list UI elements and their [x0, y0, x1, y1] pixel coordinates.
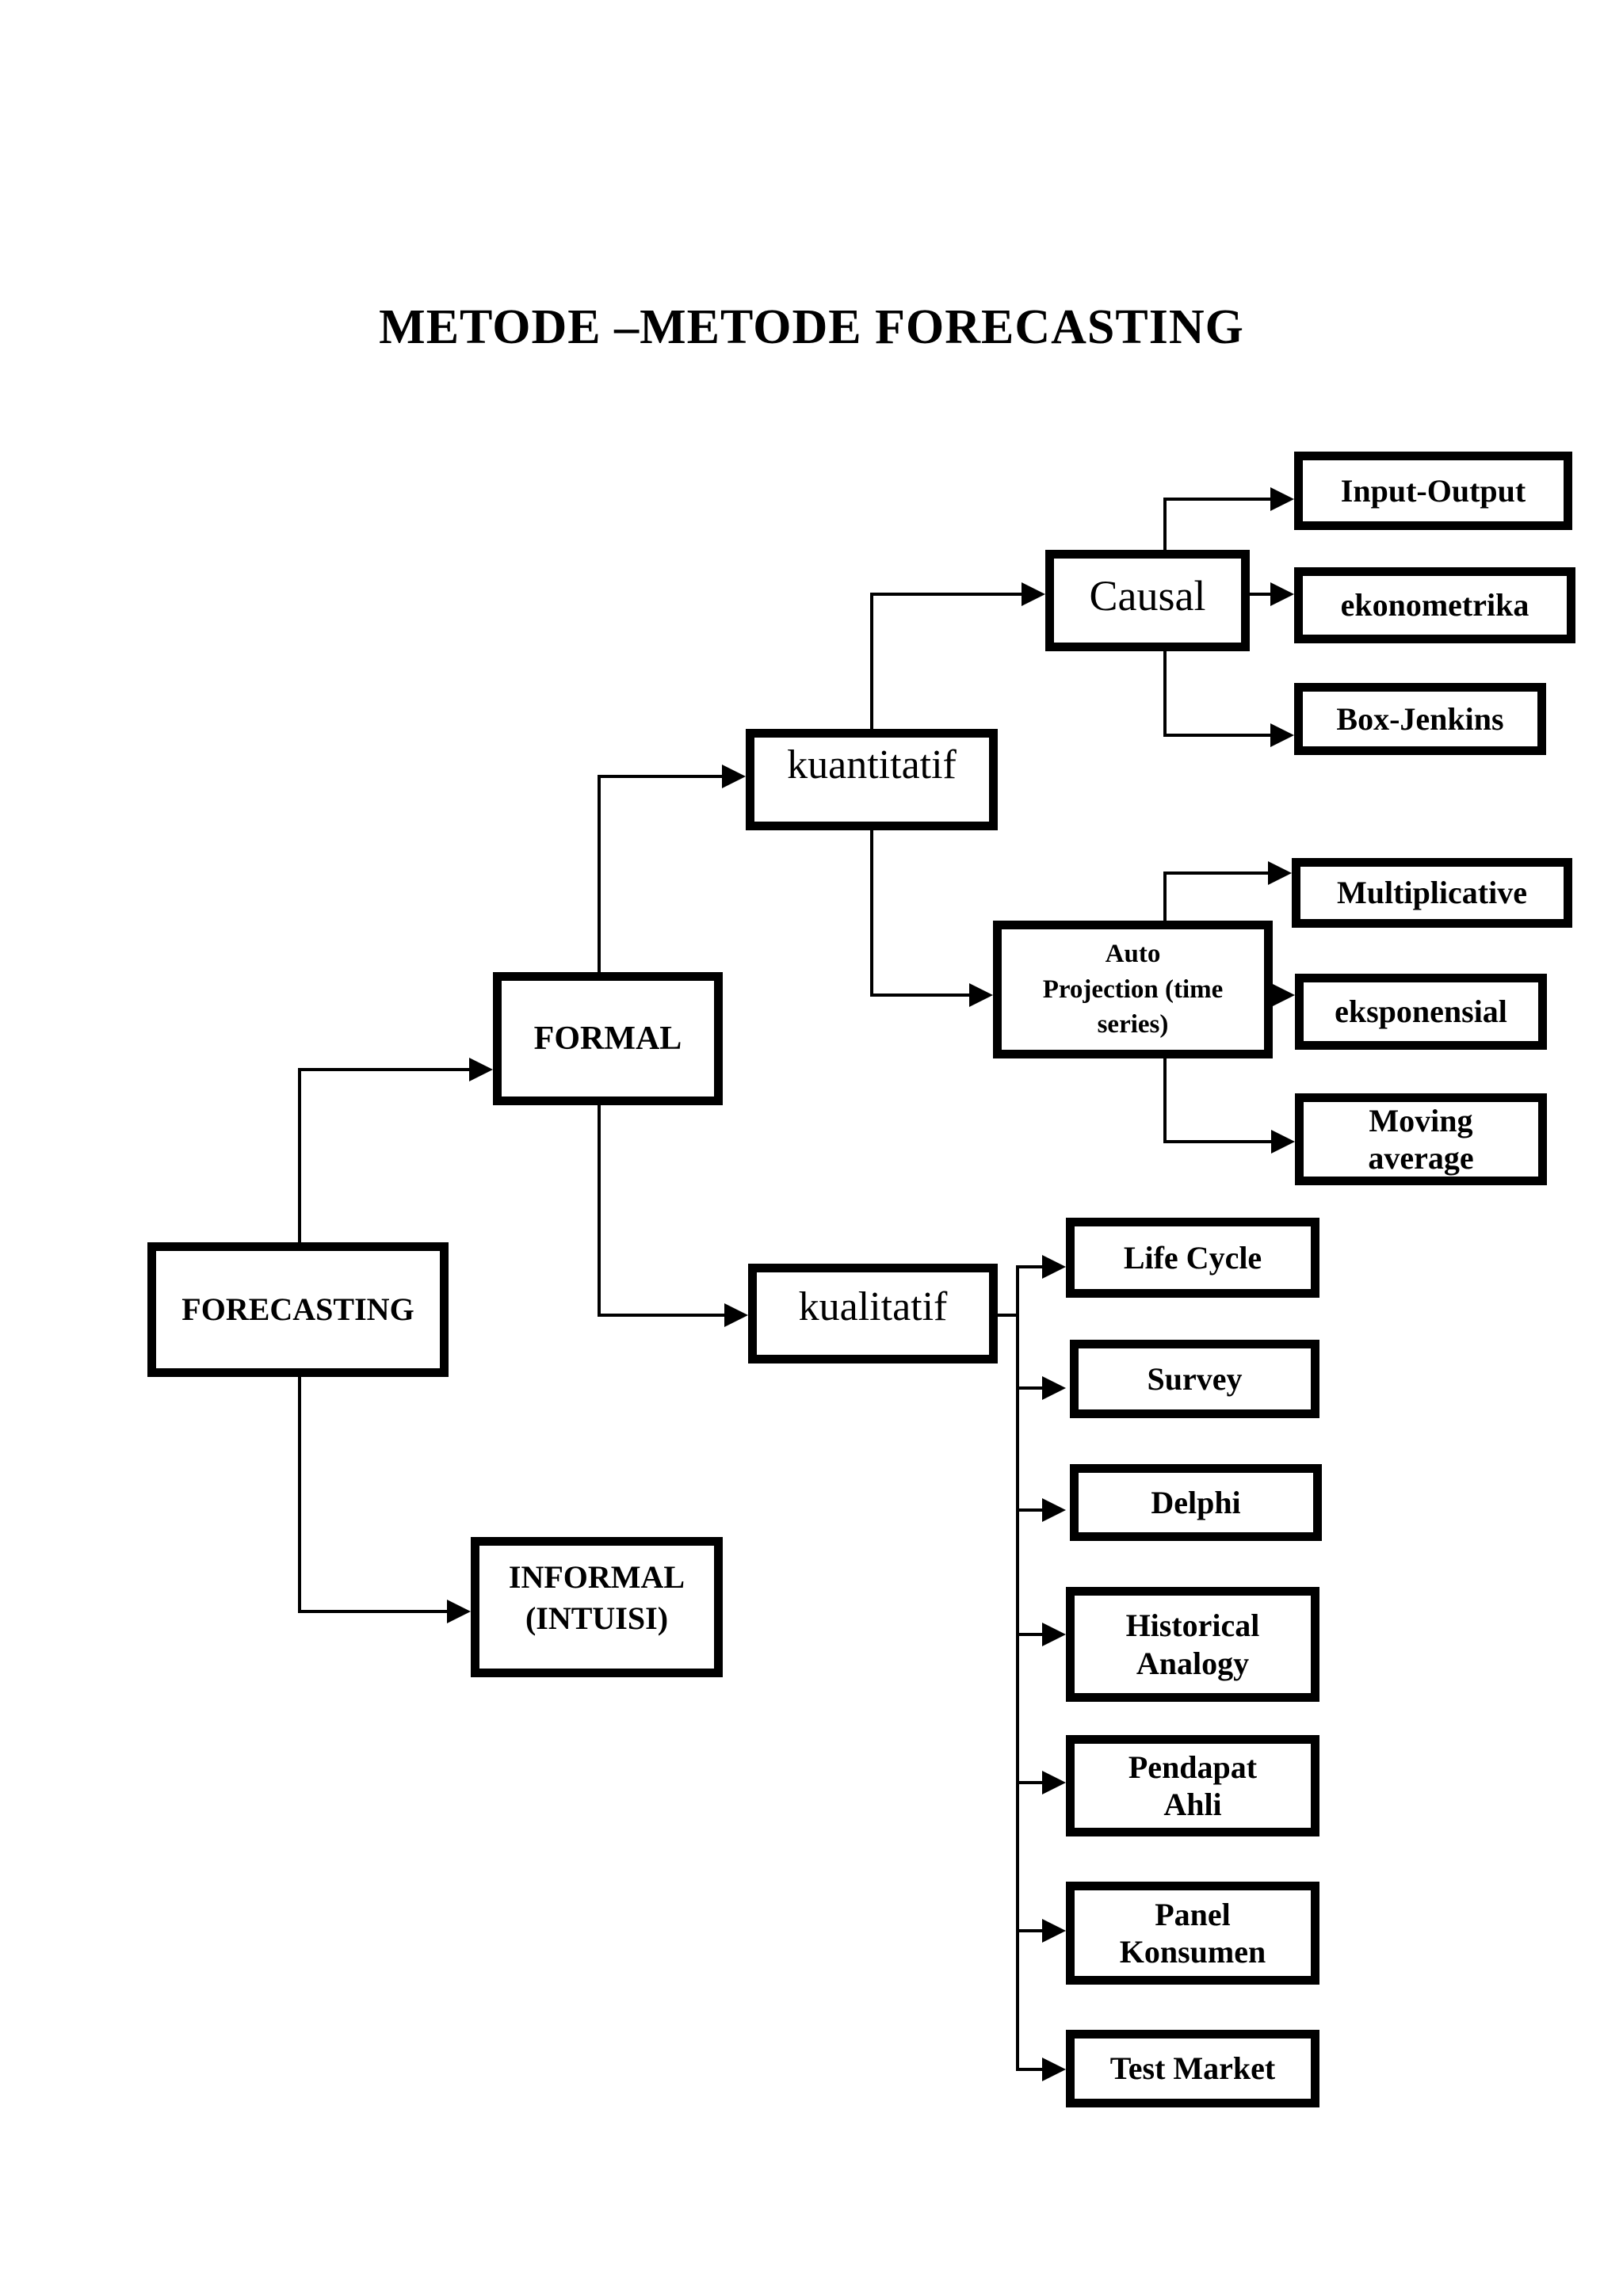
node-test-market: Test Market	[1066, 2030, 1319, 2107]
node-pendapat-ahli: Pendapat Ahli	[1066, 1735, 1319, 1836]
node-forecasting: FORECASTING	[147, 1242, 449, 1377]
connector-segment	[298, 1610, 450, 1613]
connector-segment	[1016, 1386, 1049, 1390]
node-moving-average: Moving average	[1295, 1093, 1547, 1185]
connector-segment	[1248, 593, 1274, 596]
connector-segment	[1016, 2068, 1045, 2071]
connector-segment	[1163, 871, 1167, 922]
node-kualitatif: kualitatif	[748, 1264, 998, 1363]
arrowhead-icon	[1042, 1498, 1066, 1522]
node-formal: FORMAL	[493, 972, 723, 1105]
connector-segment	[1163, 734, 1274, 737]
connector-segment	[598, 1314, 727, 1317]
connector-segment	[1016, 1781, 1045, 1784]
arrowhead-icon	[1268, 861, 1292, 885]
arrowhead-icon	[969, 983, 993, 1007]
arrowhead-icon	[469, 1058, 493, 1081]
arrowhead-icon	[1271, 983, 1295, 1007]
connector-segment	[1016, 1265, 1019, 2071]
node-kuantitatif: kuantitatif	[746, 729, 998, 830]
connector-segment	[298, 1375, 301, 1613]
node-historical-analogy: Historical Analogy	[1066, 1587, 1319, 1702]
arrowhead-icon	[722, 765, 746, 788]
connector-segment	[870, 994, 972, 997]
connector-segment	[598, 1104, 601, 1317]
diagram-title: METODE –METODE FORECASTING	[379, 300, 1244, 354]
node-box-jenkins: Box-Jenkins	[1294, 683, 1546, 755]
connector-segment	[298, 1068, 472, 1071]
connector-segment	[1016, 1633, 1045, 1636]
arrowhead-icon	[1270, 582, 1294, 606]
arrowhead-icon	[1271, 1130, 1295, 1154]
node-causal: Causal	[1045, 550, 1250, 651]
node-eksponensial: eksponensial	[1295, 974, 1547, 1050]
connector-segment	[870, 593, 1025, 596]
connector-segment	[1163, 650, 1167, 737]
arrowhead-icon	[1042, 2058, 1066, 2081]
arrowhead-icon	[1042, 1919, 1066, 1943]
node-life-cycle: Life Cycle	[1066, 1218, 1319, 1298]
connector-segment	[1163, 498, 1274, 501]
arrowhead-icon	[447, 1600, 471, 1623]
arrowhead-icon	[724, 1303, 748, 1327]
arrowhead-icon	[1042, 1376, 1066, 1400]
connector-segment	[870, 829, 873, 997]
node-survey: Survey	[1070, 1340, 1319, 1418]
arrowhead-icon	[1042, 1623, 1066, 1646]
connector-segment	[1163, 1140, 1274, 1143]
node-panel-konsumen: Panel Konsumen	[1066, 1882, 1319, 1985]
arrowhead-icon	[1022, 582, 1045, 606]
connector-segment	[1163, 498, 1167, 551]
connector-segment	[1163, 1057, 1167, 1143]
arrowhead-icon	[1270, 723, 1294, 747]
connector-segment	[870, 593, 873, 730]
node-auto-projection: Auto Projection (time series)	[993, 921, 1273, 1058]
node-delphi: Delphi	[1070, 1464, 1322, 1541]
arrowhead-icon	[1042, 1771, 1066, 1794]
connector-segment	[598, 775, 725, 778]
node-input-output: Input-Output	[1294, 452, 1572, 530]
connector-segment	[298, 1068, 301, 1244]
node-multiplicative: Multiplicative	[1292, 858, 1572, 928]
connector-segment	[1163, 871, 1271, 875]
connector-segment	[1016, 1265, 1045, 1268]
arrowhead-icon	[1042, 1255, 1066, 1279]
connector-segment	[1016, 1508, 1049, 1512]
node-informal: INFORMAL (INTUISI)	[471, 1537, 723, 1677]
connector-segment	[1016, 1929, 1045, 1932]
node-ekonometrika: ekonometrika	[1294, 567, 1575, 643]
connector-segment	[598, 775, 601, 974]
arrowhead-icon	[1270, 487, 1294, 511]
connector-segment	[996, 1314, 1019, 1317]
